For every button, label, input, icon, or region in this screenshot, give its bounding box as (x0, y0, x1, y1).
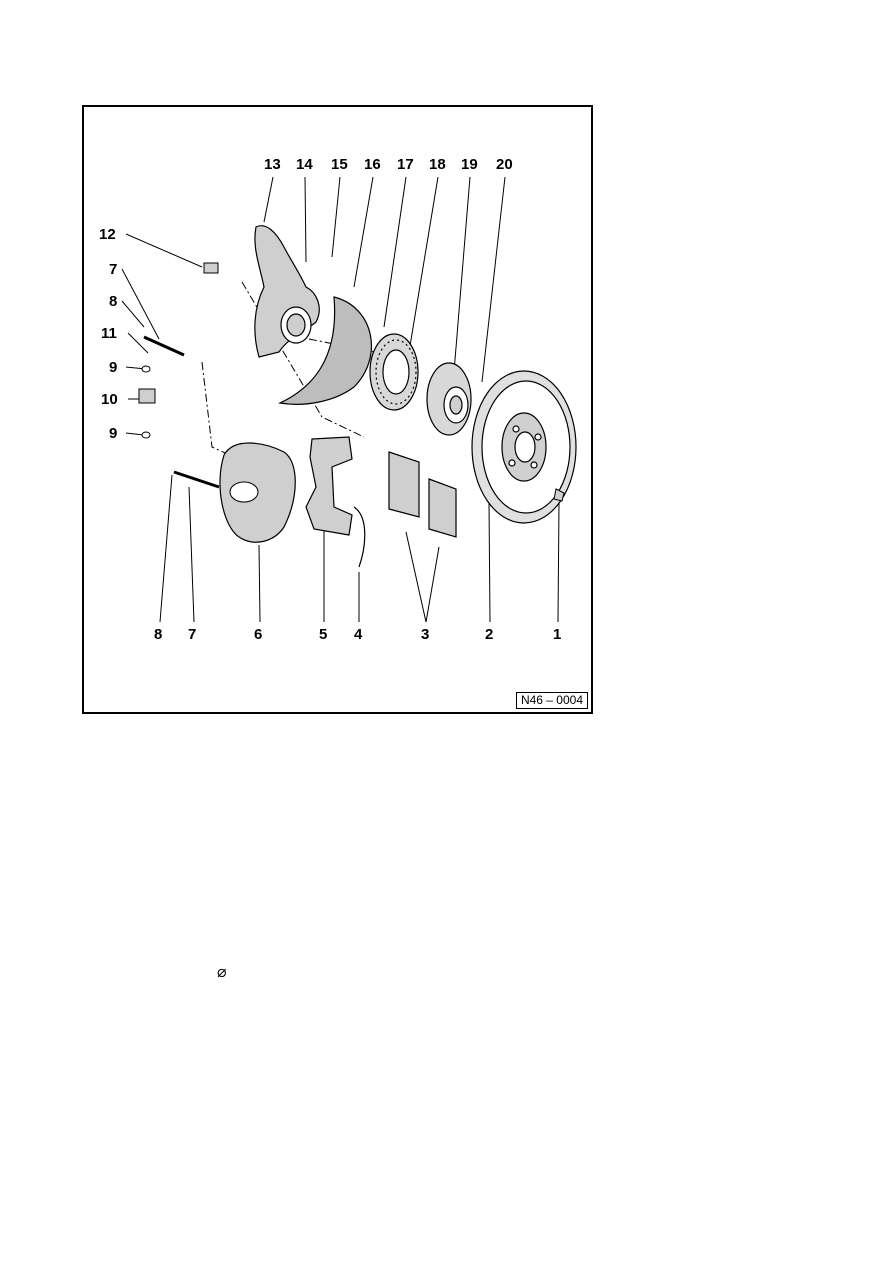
callout-11: 11 (101, 325, 117, 342)
callout-2: 2 (485, 626, 493, 643)
callout-18: 18 (429, 156, 446, 173)
callout-12: 12 (99, 226, 116, 243)
callout-1: 1 (553, 626, 561, 643)
exploded-diagram-frame: 13 14 15 16 17 18 19 20 12 7 8 11 9 10 9… (82, 105, 593, 714)
callout-17: 17 (397, 156, 414, 173)
brake-assembly-diagram: 13 14 15 16 17 18 19 20 12 7 8 11 9 10 9… (99, 156, 577, 643)
callout-4: 4 (354, 626, 363, 643)
figure-id-label: N46 – 0004 (515, 692, 588, 709)
callout-8-left: 8 (109, 293, 117, 310)
callout-16: 16 (364, 156, 381, 173)
callout-10: 10 (101, 391, 118, 408)
callout-7-bottom: 7 (188, 626, 196, 643)
callout-20: 20 (496, 156, 513, 173)
callout-9-upper: 9 (109, 359, 117, 376)
callout-8-bottom: 8 (154, 626, 162, 643)
callout-6: 6 (254, 626, 262, 643)
callout-3: 3 (421, 626, 429, 643)
callout-9-lower: 9 (109, 425, 117, 442)
callout-19: 19 (461, 156, 478, 173)
diameter-symbol: ⌀ (217, 962, 227, 981)
callout-14: 14 (296, 156, 313, 173)
callout-15: 15 (331, 156, 348, 173)
callout-7-left: 7 (109, 261, 117, 278)
callout-5: 5 (319, 626, 327, 643)
callout-13: 13 (264, 156, 281, 173)
